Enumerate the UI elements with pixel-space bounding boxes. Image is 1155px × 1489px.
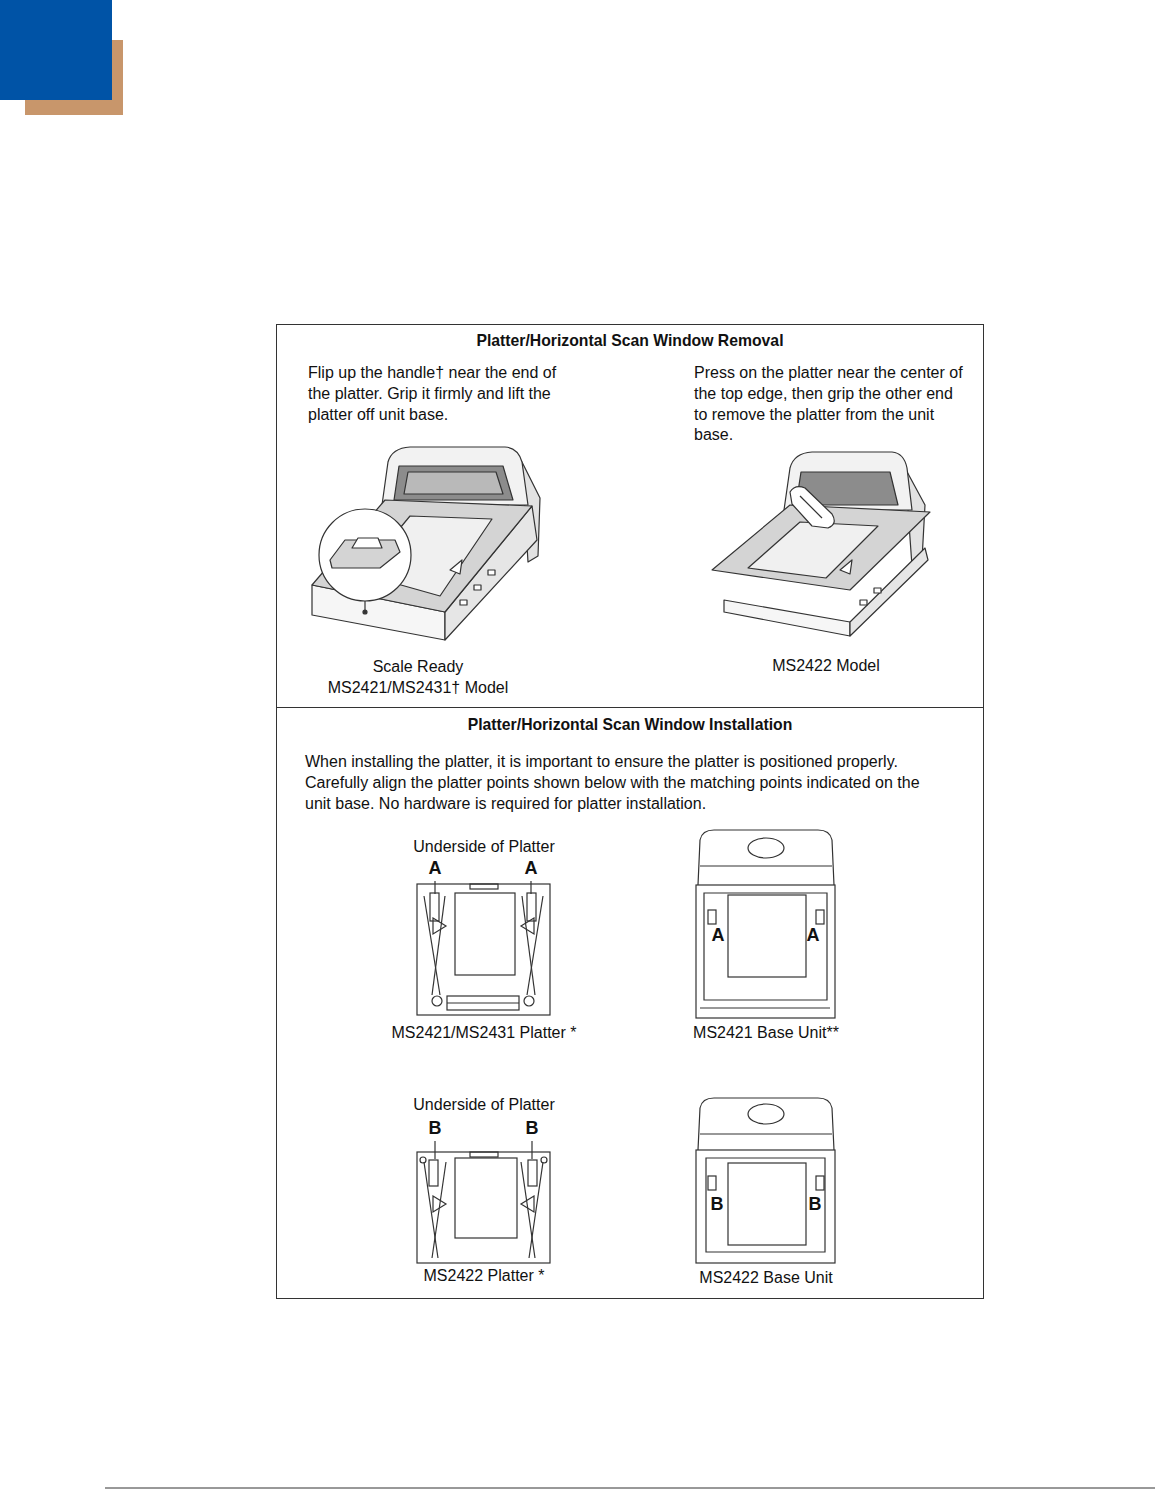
part-caption: MS2422 Base Unit (666, 1268, 866, 1289)
part-caption: MS2422 Platter * (384, 1266, 584, 1287)
platter-underside (417, 1141, 550, 1263)
section-heading: Platter/Horizontal Scan Window Removal (277, 331, 983, 351)
view-caption: Underside of Platter (384, 837, 584, 858)
alignment-point: A (803, 924, 823, 947)
part-caption: MS2421/MS2431 Platter * (364, 1023, 604, 1044)
scanner-illustration (312, 447, 540, 640)
part-caption: MS2421 Base Unit** (666, 1023, 866, 1044)
platter-underside (417, 881, 550, 1015)
alignment-point: B (424, 1117, 446, 1140)
view-caption: Underside of Platter (384, 1095, 584, 1116)
alignment-point: A (520, 857, 542, 880)
base-unit (696, 1098, 835, 1263)
alignment-point: B (521, 1117, 543, 1140)
instruction-text: When installing the platter, it is impor… (305, 752, 935, 814)
instruction-section: Platter/Horizontal Scan Window Installat… (276, 707, 984, 1299)
alignment-point: A (708, 924, 728, 947)
alignment-point: B (805, 1193, 825, 1216)
instruction-section: Platter/Horizontal Scan Window RemovalFl… (276, 324, 984, 708)
corner-tab (0, 0, 112, 100)
instruction-text: Press on the platter near the center of … (694, 363, 969, 446)
instruction-text: Flip up the handle† near the end of the … (308, 363, 560, 425)
footer-rule (105, 1488, 1155, 1489)
scanner-illustration (712, 452, 930, 636)
section-heading: Platter/Horizontal Scan Window Installat… (277, 715, 983, 735)
model-caption: MS2422 Model (736, 656, 916, 677)
model-caption: Scale Ready MS2421/MS2431† Model (322, 657, 514, 699)
alignment-point: A (424, 857, 446, 880)
base-unit (696, 830, 835, 1018)
alignment-point: B (707, 1193, 727, 1216)
